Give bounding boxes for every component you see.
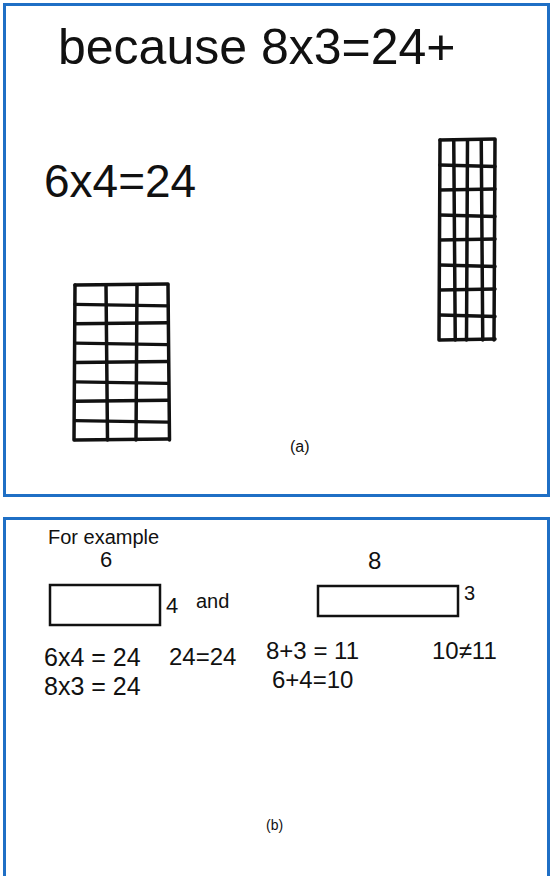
grid-line	[440, 165, 495, 167]
handwritten-equation: 6+4=10	[272, 667, 353, 693]
handwritten-equation: 6x4=24	[44, 156, 196, 207]
handwritten-equation: 8x3 = 24	[44, 673, 141, 701]
grid-line	[440, 139, 495, 140]
grid-line	[440, 239, 495, 240]
array-grid-8-by-3	[74, 284, 170, 440]
panel-label: (b)	[266, 818, 283, 833]
handwritten-equation: 6x4 = 24	[44, 644, 141, 672]
grid-line	[440, 339, 495, 340]
handwritten-equation: 24=24	[169, 644, 236, 670]
grid-line	[440, 265, 495, 267]
grid-line	[75, 421, 168, 423]
grid-line	[75, 400, 168, 401]
handwritten-note: and	[196, 590, 229, 612]
handwritten-equation: 10≠11	[432, 638, 497, 664]
rectangle-6-by-4	[50, 585, 160, 625]
grid-line	[75, 284, 168, 285]
grid-line	[440, 189, 495, 190]
grid-line	[440, 289, 495, 290]
grid-line	[75, 343, 168, 345]
side-length: 3	[464, 582, 475, 604]
grid-line	[75, 304, 168, 306]
panel-label: (a)	[290, 438, 310, 456]
side-length: 4	[166, 594, 178, 618]
grid-line	[75, 323, 168, 324]
rectangle-8-by-3	[318, 586, 458, 616]
grid-line	[440, 315, 495, 317]
grid-line	[75, 382, 168, 384]
side-length: 6	[100, 548, 112, 572]
array-grid-tall	[439, 139, 495, 340]
handwritten-equation: 8+3 = 11	[266, 638, 359, 664]
grid-line	[75, 439, 168, 440]
work-panel: For example6 4 and 8 3 6x4 = 248x3 = 24 24=24 8…	[3, 517, 550, 876]
work-panel: because 8x3=24+ 6x4=24 (a)	[3, 3, 550, 497]
grid-line	[75, 362, 168, 363]
handwritten-note: For example	[48, 526, 159, 548]
side-length: 8	[368, 548, 381, 574]
grid-line	[440, 215, 495, 217]
handwritten-note: because 8x3=24+	[58, 20, 456, 75]
